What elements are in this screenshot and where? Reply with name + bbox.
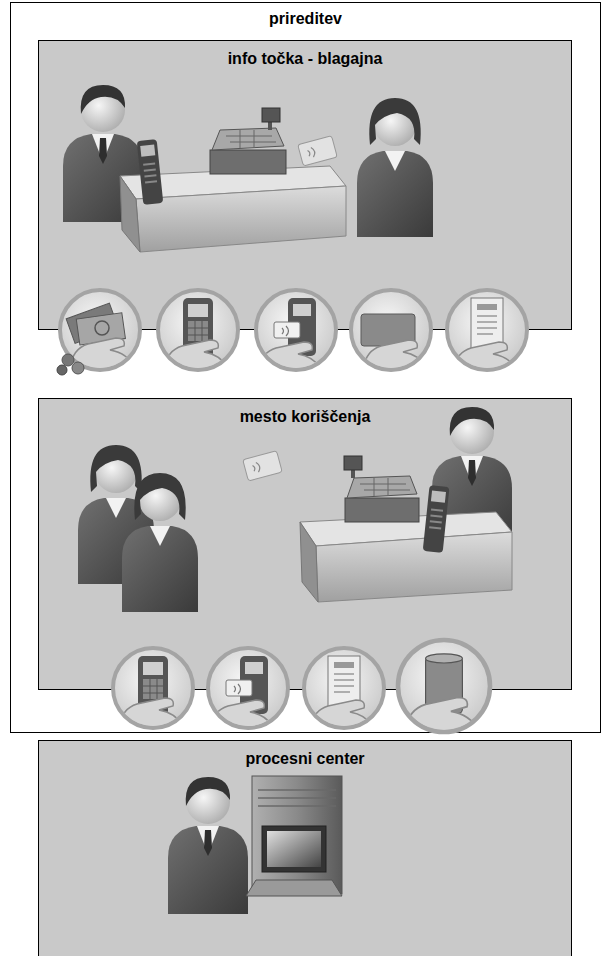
pos-icon — [113, 648, 193, 740]
receipt-icon — [304, 648, 384, 742]
vendor-figure — [432, 407, 512, 544]
cash-register — [344, 456, 419, 522]
computer — [246, 776, 342, 896]
area-box: info točka - blagajna — [38, 40, 572, 330]
area-title: prireditev — [269, 9, 342, 28]
contactless-icon — [256, 290, 336, 384]
cash-icon — [57, 290, 140, 380]
contactless-icon — [208, 648, 288, 742]
cashier-figure — [63, 85, 143, 222]
cash-register — [210, 108, 286, 174]
drink-icon — [398, 640, 490, 746]
pos-terminal — [423, 485, 450, 553]
customer-figure — [357, 98, 433, 237]
operator-figure — [168, 777, 248, 914]
area-title: mesto koriščenja — [240, 407, 371, 426]
customer-figure — [122, 473, 198, 612]
pos-icon — [158, 290, 238, 382]
customer-figure — [78, 445, 154, 584]
receipt-icon — [447, 290, 527, 384]
area-title: procesni center — [245, 749, 364, 768]
counter — [120, 166, 346, 252]
card — [298, 136, 338, 166]
area-box: procesni center — [38, 740, 572, 956]
card-icon — [351, 290, 431, 382]
counter — [300, 512, 512, 602]
pos-terminal — [137, 139, 164, 205]
area-title: info točka - blagajna — [228, 49, 383, 68]
card — [243, 451, 283, 481]
event-frame: prireditev info točka - blagajna mesto kor… — [10, 2, 601, 733]
area-box: mesto koriščenja — [38, 398, 572, 690]
